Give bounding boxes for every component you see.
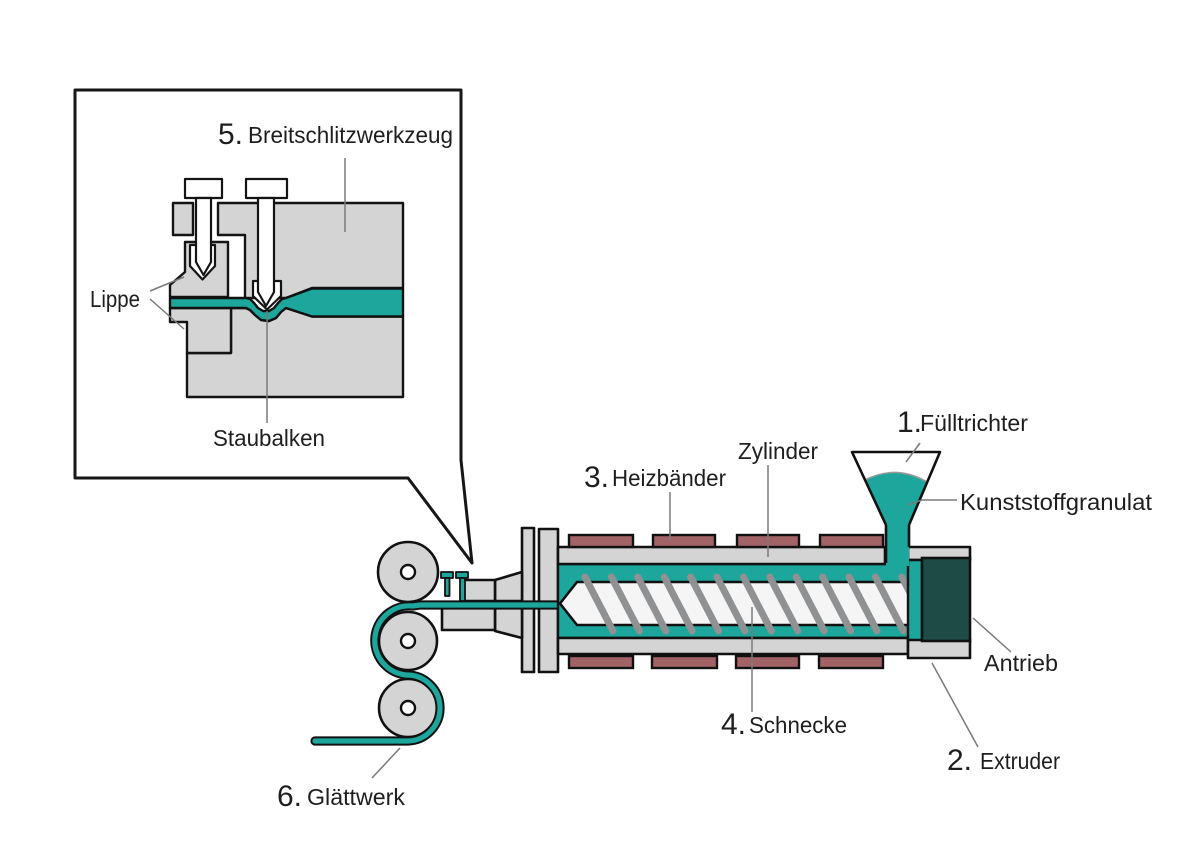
drive-block <box>920 556 972 643</box>
label-antrieb: Antrieb <box>984 650 1058 676</box>
leader-lines <box>371 442 1012 779</box>
heater-band <box>650 654 719 670</box>
die-bolt-a-shaft <box>444 577 451 597</box>
label-glaettwerk-number: 6. <box>277 780 302 813</box>
barrel-top-wall <box>556 545 887 566</box>
label-staubalken: Staubalken <box>213 425 325 451</box>
adapter-lower <box>493 606 524 640</box>
screw-flight <box>739 573 775 635</box>
heater-band <box>567 533 635 549</box>
screw-flight <box>713 573 749 635</box>
label-extruder-number: 2. <box>947 744 972 777</box>
heater-band <box>567 654 635 670</box>
roll-bottom-hub <box>399 699 417 717</box>
leader-fuelltrichter <box>905 442 921 463</box>
labels: 1. Fülltrichter Kunststoffgranulat Zylin… <box>277 406 1153 813</box>
die-bolt-b-shaft <box>459 577 466 602</box>
die-block-lower <box>440 606 497 632</box>
staubalken-bolt-shaft <box>256 196 276 308</box>
die-melt-channel <box>168 287 405 323</box>
screw-flight <box>687 573 723 635</box>
die-bolts <box>440 571 469 602</box>
screw-flight <box>819 573 855 635</box>
label-fuelltrichter-number: 1. <box>897 406 922 439</box>
label-breitschlitzwerkzeug-number: 5. <box>218 118 243 151</box>
barrel-bottom-wall <box>556 636 910 656</box>
leader-glaettwerk <box>371 747 401 779</box>
leader-lippe-upper <box>149 276 185 292</box>
label-extruder: Extruder <box>980 748 1060 774</box>
granulate-fill <box>865 472 927 566</box>
screw-flight <box>766 573 802 635</box>
label-heizbaender-number: 3. <box>584 461 609 494</box>
extruder-barrel <box>556 533 972 670</box>
screw-flight <box>792 573 828 635</box>
label-schnecke: Schnecke <box>749 712 847 738</box>
die-block-upper <box>462 578 497 603</box>
leader-lippe-lower <box>149 298 185 330</box>
die-upper-body <box>216 201 405 300</box>
label-breitschlitzwerkzeug: Breitschlitzwerkzeug <box>248 122 453 148</box>
staubalken-bolt-head <box>244 177 289 200</box>
adapter-upper <box>493 570 524 603</box>
film-path <box>310 600 563 746</box>
film <box>312 602 561 744</box>
heater-band <box>734 654 801 670</box>
die-clamp-block <box>171 201 195 237</box>
heater-band <box>817 654 885 670</box>
hopper-outline <box>850 450 942 563</box>
hopper <box>850 450 942 566</box>
label-kunststoffgranulat: Kunststoffgranulat <box>960 489 1153 515</box>
lip-bolt-head <box>183 177 224 200</box>
label-lippe: Lippe <box>90 286 140 312</box>
flange-plate-outer <box>520 526 536 674</box>
granulate-surface <box>864 471 928 483</box>
label-heizbaender: Heizbänder <box>612 465 726 491</box>
die-detail-callout: 5. Breitschlitzwerkzeug Lippe Staubalken <box>73 88 474 565</box>
screw-flight <box>607 573 643 635</box>
leader-kunststoffgranulat <box>907 499 957 506</box>
label-fuelltrichter: Fülltrichter <box>920 410 1028 436</box>
screw-flight <box>634 573 670 635</box>
roll-middle-hub <box>399 632 417 650</box>
calender-rolls <box>376 540 440 739</box>
melt-behind-drive <box>906 558 924 642</box>
leader-extruder <box>931 662 979 748</box>
label-glaettwerk: Glättwerk <box>307 784 405 810</box>
heater-band <box>818 533 885 549</box>
screw-flight <box>871 573 907 635</box>
heater-band <box>651 533 717 549</box>
screw-flight <box>581 573 617 635</box>
label-schnecke-number: 4. <box>721 708 746 741</box>
roll-top-hub <box>399 563 417 581</box>
lip-bolt-shaft <box>194 196 213 277</box>
leader-antrieb <box>972 617 1012 653</box>
label-zylinder: Zylinder <box>738 438 818 464</box>
screw-flight <box>845 573 881 635</box>
screw-flight <box>660 573 696 635</box>
